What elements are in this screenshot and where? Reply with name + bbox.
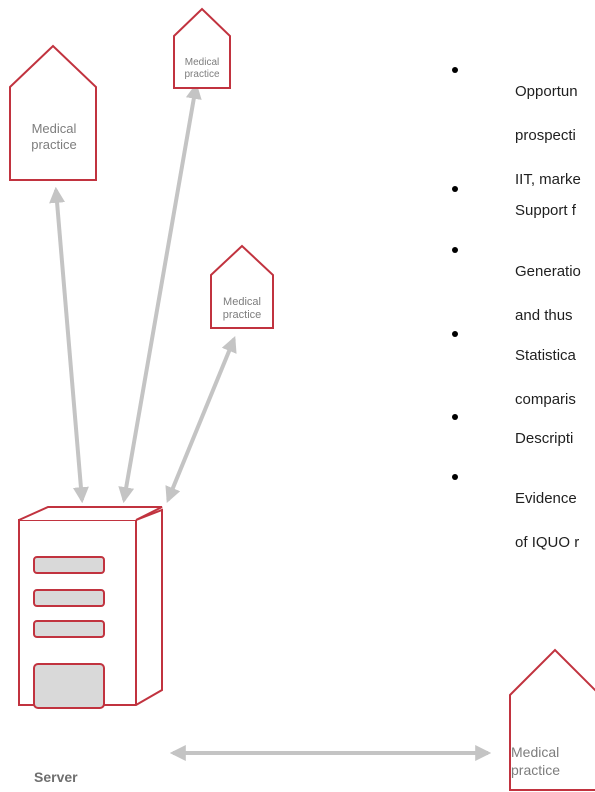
bullet-dot bbox=[452, 474, 458, 480]
bullet-line: Opportun bbox=[515, 83, 578, 100]
bullet-dot bbox=[452, 331, 458, 337]
arrow-server-practice-2 bbox=[118, 82, 202, 504]
bullet-dot bbox=[452, 186, 458, 192]
practice-label-line2: practice bbox=[184, 69, 219, 80]
server-drive-slot-2 bbox=[33, 589, 105, 607]
server-drive-slot-3 bbox=[33, 620, 105, 638]
server-node: Server bbox=[18, 506, 163, 785]
bullet-dot bbox=[452, 247, 458, 253]
bullet-item-5: Descripti bbox=[452, 406, 573, 494]
arrow-server-practice-3 bbox=[165, 336, 237, 503]
server-label: Server bbox=[34, 769, 78, 785]
arrow-server-practice-1 bbox=[49, 186, 89, 504]
practice-label-line1: Medical bbox=[511, 744, 559, 760]
medical-practice-node-1: Medical practice bbox=[9, 44, 97, 181]
bullet-line: of IQUO r bbox=[515, 534, 580, 551]
bullet-line: Support f bbox=[515, 202, 576, 219]
server-panel bbox=[33, 663, 105, 709]
practice-label-line1: Medical bbox=[32, 121, 77, 136]
medical-practice-node-4: Medical practice bbox=[509, 648, 595, 791]
server-drive-slot-1 bbox=[33, 556, 105, 574]
practice-label-line2: practice bbox=[223, 309, 262, 321]
practice-label-line1: Medical bbox=[223, 296, 261, 308]
bullet-line: comparis bbox=[515, 391, 576, 408]
bullet-item-2: Support f bbox=[452, 178, 576, 266]
bullet-line: prospecti bbox=[515, 127, 576, 144]
bullet-item-6: Evidence of IQUO r bbox=[452, 466, 579, 554]
bullet-line: and thus bbox=[515, 307, 573, 324]
medical-practice-node-3: Medical practice bbox=[210, 244, 274, 329]
bullet-line: Descripti bbox=[515, 430, 574, 447]
bullet-dot bbox=[452, 414, 458, 420]
bullet-item-3: Generatio and thus bbox=[452, 239, 581, 327]
feature-bullet-list: Opportun prospecti IIT, marke Support f … bbox=[452, 0, 595, 792]
bullet-line: Evidence bbox=[515, 490, 577, 507]
bullet-item-4: Statistica comparis bbox=[452, 323, 576, 411]
medical-practice-node-2: Medical practice bbox=[173, 7, 231, 89]
bullet-line: Statistica bbox=[515, 347, 576, 364]
practice-label-line1: Medical bbox=[185, 57, 219, 68]
practice-label-line2: practice bbox=[511, 762, 560, 778]
bullet-line: Generatio bbox=[515, 263, 581, 280]
practice-label-line2: practice bbox=[31, 137, 77, 152]
bullet-dot bbox=[452, 67, 458, 73]
bullet-line: IIT, marke bbox=[515, 171, 581, 188]
bullet-item-1: Opportun prospecti IIT, marke bbox=[452, 59, 581, 188]
